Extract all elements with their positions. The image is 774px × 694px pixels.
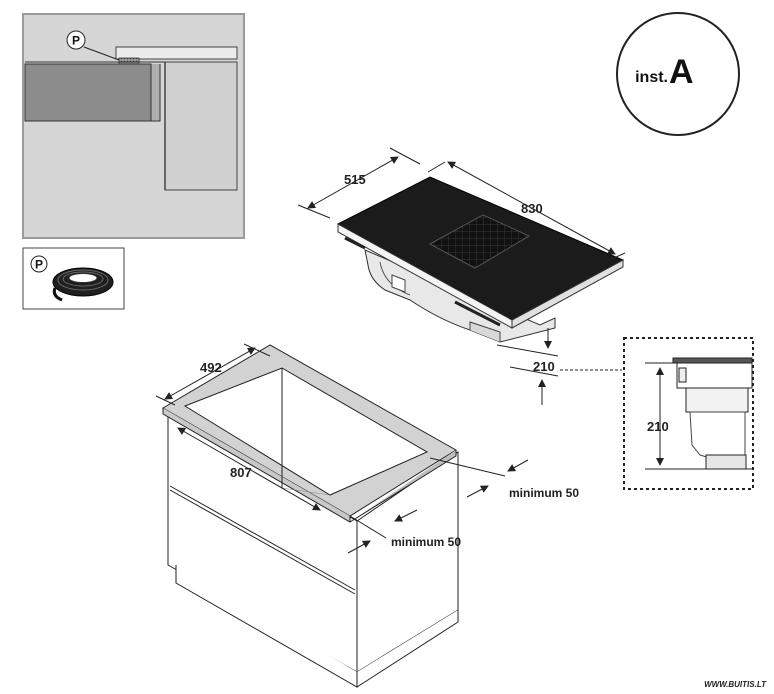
instruction-letter: A bbox=[669, 53, 694, 91]
cabinet: 492 807 minimum 50 minimum 50 bbox=[155, 343, 579, 688]
cutout-depth-label: 492 bbox=[200, 360, 222, 375]
counter-block bbox=[24, 63, 152, 122]
cutout-width-label: 807 bbox=[230, 465, 252, 480]
cabinet-side bbox=[164, 61, 238, 191]
hob-height-label: 210 bbox=[533, 359, 555, 374]
instruction-prefix: inst. bbox=[635, 69, 668, 86]
instruction-badge: inst. A bbox=[616, 12, 740, 136]
worktop-edge bbox=[115, 46, 238, 60]
hob: 515 830 210 bbox=[297, 147, 626, 405]
seal-legend: P bbox=[22, 247, 125, 310]
zoom-detail: 210 bbox=[623, 337, 754, 490]
front-clearance-label: minimum 50 bbox=[391, 535, 461, 549]
side-clearance-label: minimum 50 bbox=[509, 486, 579, 500]
zoom-height-label: 210 bbox=[647, 419, 669, 434]
seal-coil-icon bbox=[52, 267, 114, 302]
watermark-text: WWW.BUITIS.LT bbox=[704, 680, 767, 689]
detail-callout-circle bbox=[66, 30, 86, 50]
hob-width-label: 830 bbox=[521, 201, 543, 216]
legend-callout-label: P bbox=[35, 258, 43, 272]
legend-callout-circle bbox=[30, 255, 48, 273]
detail-view: P bbox=[22, 13, 245, 239]
hob-depth-label: 515 bbox=[344, 172, 366, 187]
detail-callout-label: P bbox=[72, 34, 80, 48]
